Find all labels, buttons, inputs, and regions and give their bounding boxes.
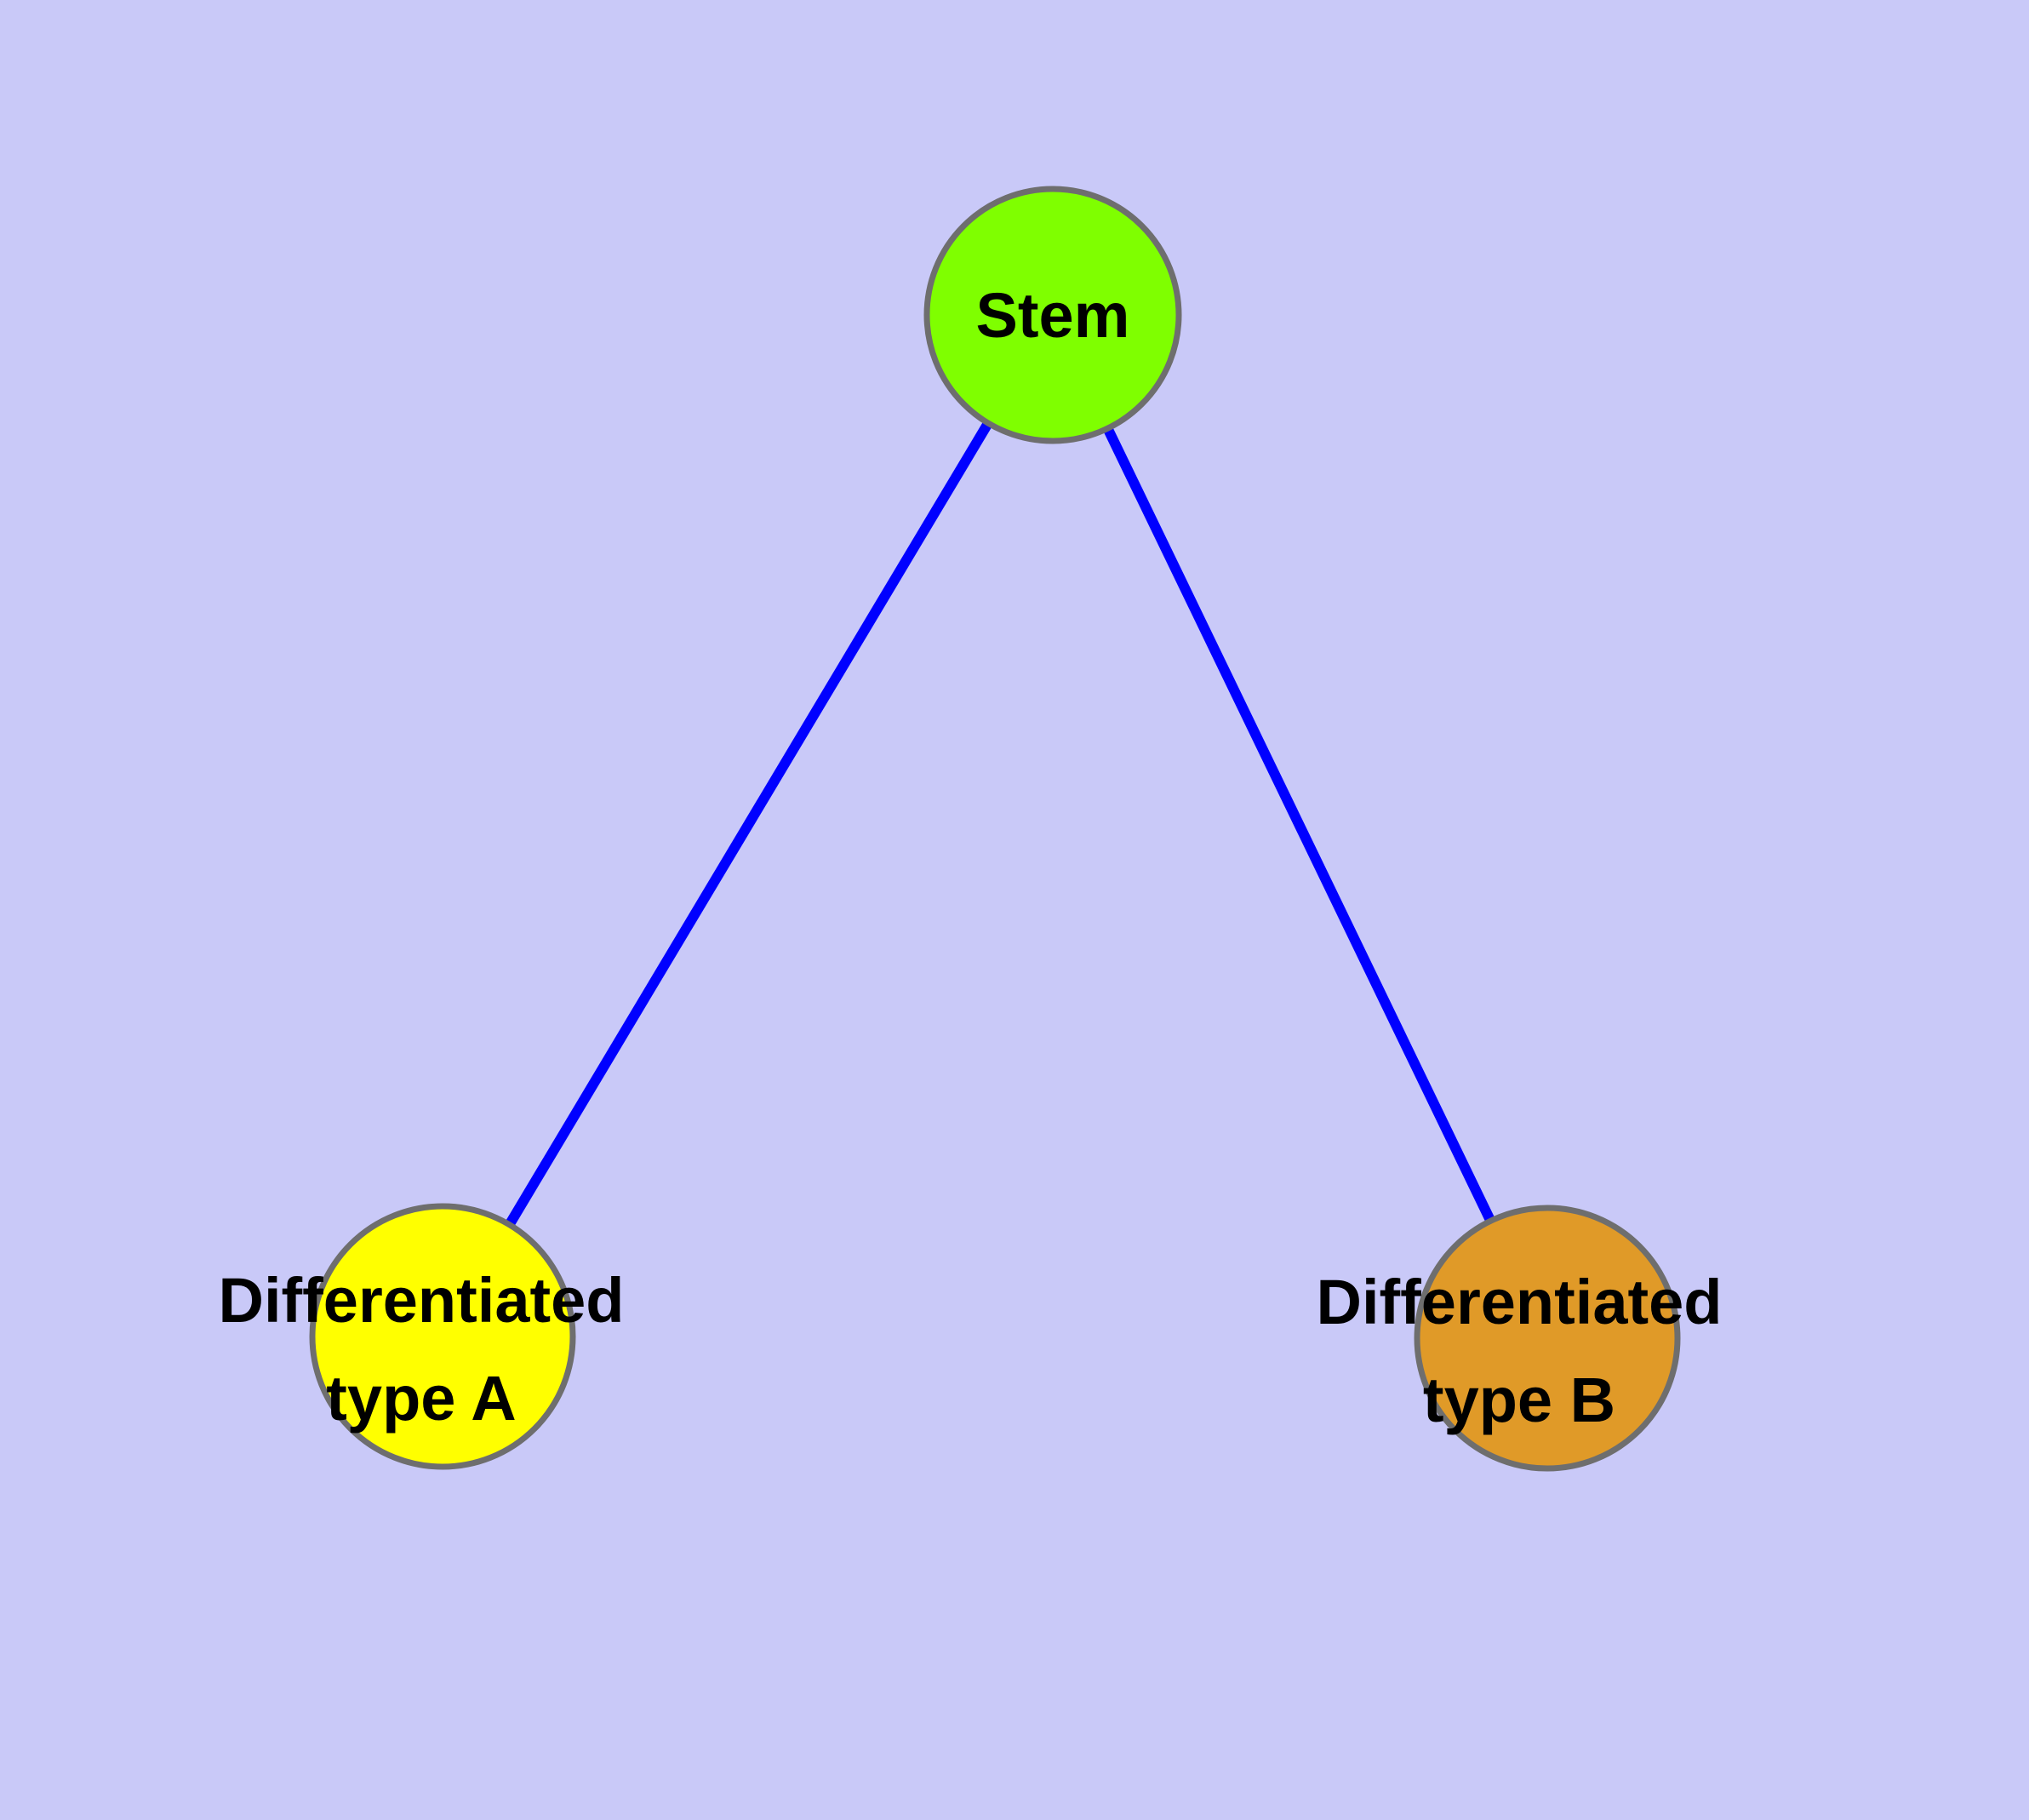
edge-stem-to-differentiated-type-a[interactable] [437,312,1058,1340]
edge-layer [437,312,1552,1341]
node-circle-differentiated-type-b[interactable] [1414,1205,1681,1472]
node-label-differentiated-type-b-line1: Differentiated [1317,1267,1723,1337]
label-layer: Stem Differentiated type A Differentiate… [219,280,1723,1435]
node-circle-stem[interactable] [923,186,1182,444]
node-circle-differentiated-type-a[interactable] [309,1203,576,1470]
node-label-differentiated-type-a-line2: type A [326,1363,516,1434]
edge-stem-to-differentiated-type-b[interactable] [1048,312,1552,1341]
node-label-differentiated-type-a-line1: Differentiated [219,1265,625,1336]
node-label-differentiated-type-b-line2: type B [1423,1365,1615,1435]
node-layer [309,186,1681,1472]
node-label-stem: Stem [976,280,1130,351]
